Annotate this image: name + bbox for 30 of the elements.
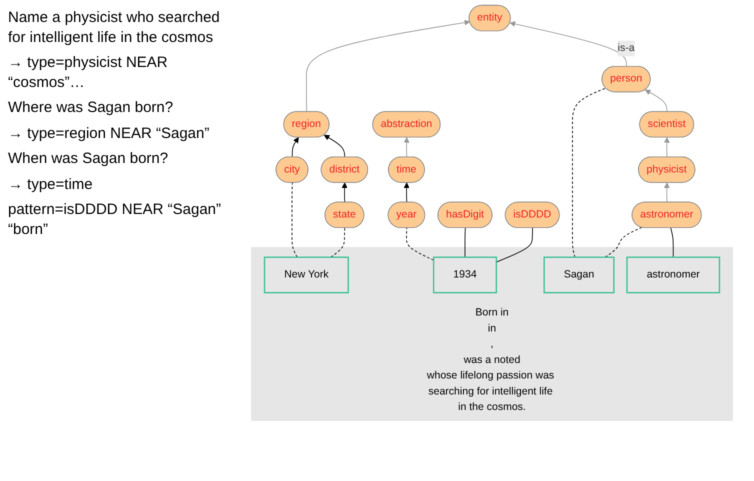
connector [292,182,298,258]
question-note: → type=physicist NEAR “cosmos”… [8,53,169,92]
question-note: → type=region NEAR “Sagan” [8,124,210,143]
question-note: Where was Sagan born? [8,98,174,118]
connector [330,228,346,258]
question-note: When was Sagan born? [8,149,170,168]
node-box: astronomer [626,256,720,294]
arrow [324,134,346,158]
connector [406,228,434,261]
connector [670,228,674,258]
connector [572,88,606,258]
arrow [510,21,627,67]
node-box: Sagan [544,256,615,294]
arrow [404,137,410,158]
question-note: Name a physicist who searched for intelligent life in the cosmos [8,8,221,47]
connector [464,228,466,258]
question-note: pattern=isDDDD NEAR “Sagan” “born” [8,200,222,239]
arrow [404,182,410,203]
edge-label: is-a [618,42,635,54]
connector [604,227,642,258]
arrow [664,182,670,203]
node-box: 1934 [432,256,497,294]
node-box: New York [264,256,349,294]
arrow [292,137,299,158]
arrow [306,20,470,112]
question-note: → type=time [8,174,94,194]
arrow [664,137,670,158]
arrow [644,90,668,112]
arrow [342,182,348,203]
connector [496,228,533,262]
